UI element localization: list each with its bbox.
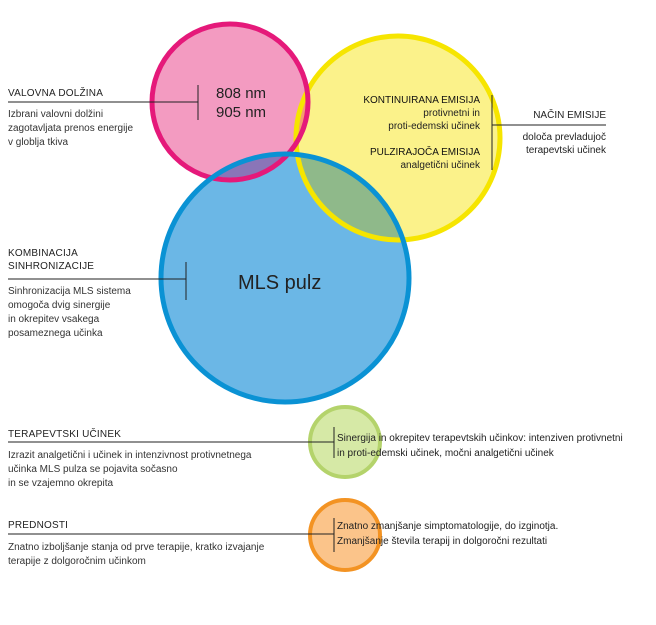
wavelength-description: Izbrani valovni dolžini zagotavljata pre… xyxy=(8,109,134,148)
wavelength-heading: VALOVNA DOLŽINA xyxy=(8,88,104,99)
combination-heading: KOMBINACIJA SINHRONIZACIJE xyxy=(8,248,95,272)
wavelength-values: 808 nm 905 nm xyxy=(216,85,267,121)
mls-pulse-label: MLS pulz xyxy=(238,272,322,294)
therapeutic-description: Izrazit analgetični i učinek in intenziv… xyxy=(8,450,252,489)
pink-circle xyxy=(152,24,308,180)
pulsed-emission: PULZIRAJOČA EMISIJA analgetični učinek xyxy=(369,147,480,171)
advantages-heading: PREDNOSTI xyxy=(8,520,69,531)
emission-mode-description: določa prevladujoč terapevtski učinek xyxy=(522,132,606,156)
advantages-result: Znatno zmanjšanje simptomatologije, do i… xyxy=(337,521,559,547)
therapeutic-heading: TERAPEVTSKI UČINEK xyxy=(8,429,122,440)
advantages-description: Znatno izboljšanje stanja od prve terapi… xyxy=(8,542,265,567)
therapeutic-result: Sinergija in okrepitev terapevtskih učin… xyxy=(337,433,623,459)
continuous-emission: KONTINUIRANA EMISIJA protivnetni in prot… xyxy=(363,95,480,132)
blue-yellow-overlap xyxy=(296,154,409,240)
orange-circle xyxy=(308,498,382,572)
combination-description: Sinhronizacija MLS sistema omogoča dvig … xyxy=(8,286,131,339)
emission-mode-heading: NAČIN EMISIJE xyxy=(533,110,606,121)
